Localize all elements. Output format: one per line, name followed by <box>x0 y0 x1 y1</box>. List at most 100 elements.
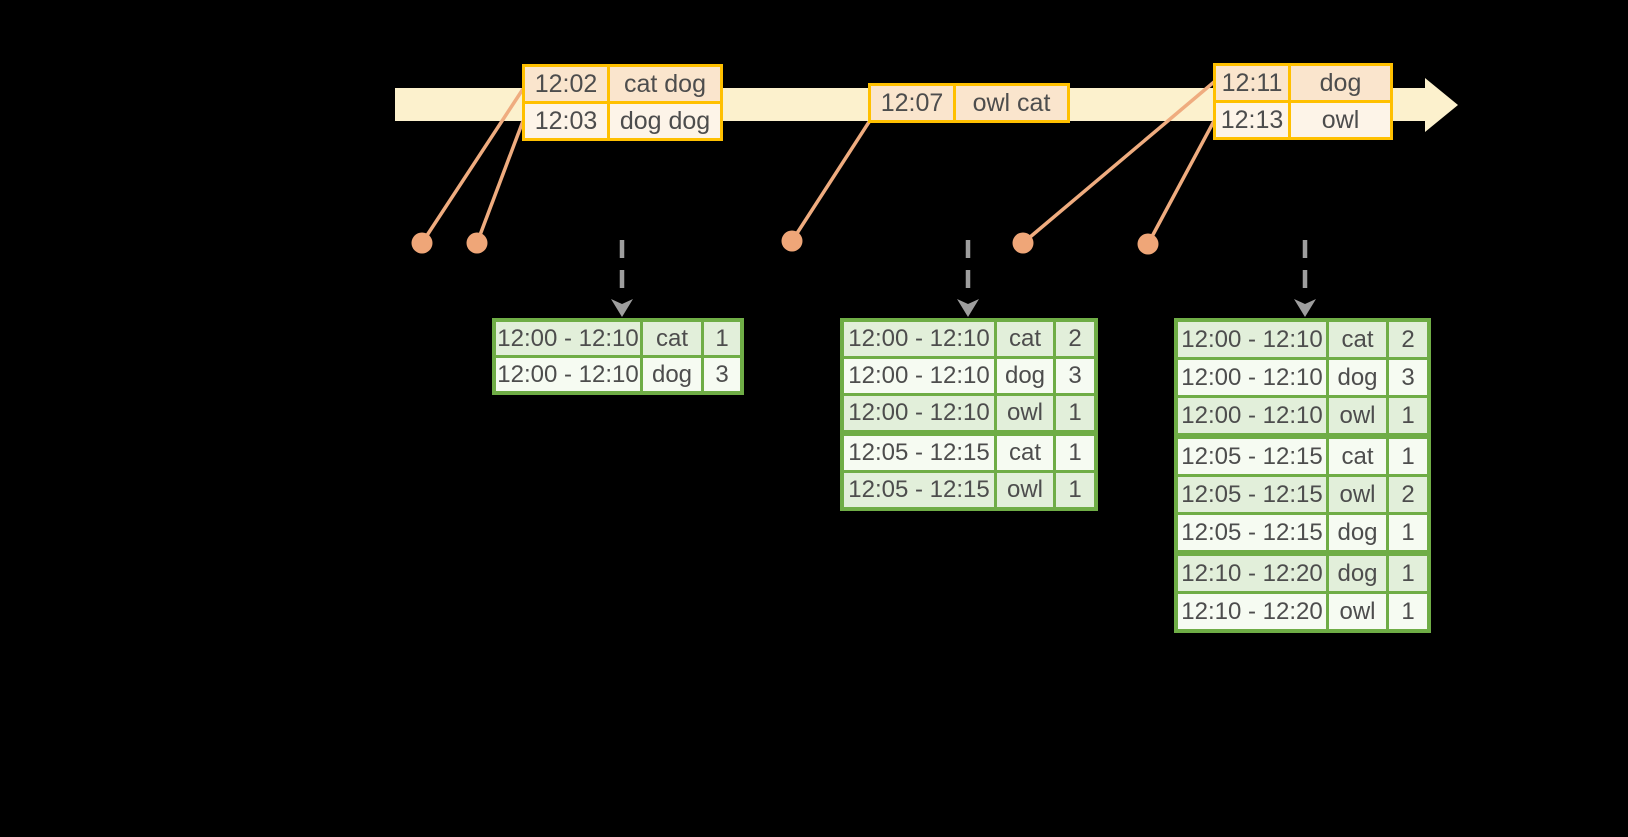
event-connector-line <box>790 121 871 242</box>
event-marker-icon <box>1012 232 1034 254</box>
event-connector-line <box>1021 80 1216 245</box>
count-cell: 1 <box>1389 515 1427 550</box>
word-cell: dog <box>643 358 701 391</box>
down-arrowhead-icon <box>957 299 979 317</box>
window-cell: 12:00 - 12:10 <box>844 359 994 393</box>
event-marker-icon <box>411 232 433 254</box>
event-time-cell: 12:03 <box>525 104 607 138</box>
event-time-cell: 12:02 <box>525 67 607 101</box>
event-marker-icon <box>781 230 803 252</box>
count-cell: 2 <box>1389 322 1427 357</box>
event-batch-table-3: 12:11 dog 12:13 owl <box>1213 63 1393 140</box>
result-row: 12:00 - 12:10 cat 2 <box>1178 322 1427 357</box>
event-marker-icon <box>1137 233 1159 255</box>
event-row: 12:03 dog dog <box>525 104 720 138</box>
down-arrowhead-icon <box>611 299 633 317</box>
count-cell: 1 <box>704 322 740 355</box>
word-cell: cat <box>997 436 1053 470</box>
count-cell: 1 <box>1056 396 1094 430</box>
event-batch-table-1: 12:02 cat dog 12:03 dog dog <box>522 64 723 141</box>
event-batch-table-2: 12:07 owl cat <box>868 83 1070 123</box>
result-row: 12:00 - 12:10 dog 3 <box>844 359 1094 393</box>
word-cell: owl <box>997 396 1053 430</box>
window-cell: 12:05 - 12:15 <box>1178 477 1326 512</box>
word-cell: dog <box>1329 556 1386 591</box>
window-cell: 12:00 - 12:10 <box>844 322 994 356</box>
event-connector-line <box>1146 120 1216 245</box>
word-cell: owl <box>997 473 1053 507</box>
event-words-cell: owl <box>1291 103 1390 137</box>
window-cell: 12:05 - 12:15 <box>1178 515 1326 550</box>
result-row: 12:00 - 12:10 dog 3 <box>1178 360 1427 395</box>
window-cell: 12:00 - 12:10 <box>844 396 994 430</box>
window-cell: 12:00 - 12:10 <box>1178 398 1326 433</box>
window-cell: 12:00 - 12:10 <box>496 322 640 355</box>
event-row: 12:11 dog <box>1216 66 1390 100</box>
result-row: 12:05 - 12:15 owl 1 <box>844 473 1094 507</box>
word-cell: dog <box>1329 515 1386 550</box>
result-row: 12:00 - 12:10 owl 1 <box>1178 398 1427 433</box>
word-cell: owl <box>1329 477 1386 512</box>
count-cell: 3 <box>704 358 740 391</box>
word-cell: dog <box>1329 360 1386 395</box>
event-connector-line <box>475 120 525 244</box>
event-markers <box>411 230 1159 255</box>
count-cell: 2 <box>1389 477 1427 512</box>
result-table-1: 12:00 - 12:10 cat 1 12:00 - 12:10 dog 3 <box>492 318 744 395</box>
word-cell: owl <box>1329 594 1386 629</box>
event-marker-icon <box>466 232 488 254</box>
event-time-cell: 12:11 <box>1216 66 1288 100</box>
result-row: 12:05 - 12:15 owl 2 <box>1178 477 1427 512</box>
count-cell: 3 <box>1056 359 1094 393</box>
count-cell: 2 <box>1056 322 1094 356</box>
result-row: 12:00 - 12:10 cat 1 <box>496 322 740 355</box>
event-time-cell: 12:13 <box>1216 103 1288 137</box>
word-cell: cat <box>643 322 701 355</box>
trigger-arrowheads <box>611 299 1316 317</box>
count-cell: 1 <box>1056 473 1094 507</box>
event-connector-lines <box>420 80 1216 245</box>
count-cell: 1 <box>1056 436 1094 470</box>
window-cell: 12:10 - 12:20 <box>1178 594 1326 629</box>
word-cell: cat <box>1329 439 1386 474</box>
result-row: 12:10 - 12:20 dog 1 <box>1178 556 1427 591</box>
event-words-cell: dog dog <box>610 104 720 138</box>
word-cell: cat <box>997 322 1053 356</box>
event-words-cell: owl cat <box>956 86 1067 120</box>
event-row: 12:07 owl cat <box>871 86 1067 120</box>
event-row: 12:02 cat dog <box>525 67 720 101</box>
word-cell: owl <box>1329 398 1386 433</box>
window-cell: 12:05 - 12:15 <box>844 436 994 470</box>
window-cell: 12:10 - 12:20 <box>1178 556 1326 591</box>
result-row: 12:05 - 12:15 cat 1 <box>1178 439 1427 474</box>
event-time-cell: 12:07 <box>871 86 953 120</box>
window-cell: 12:05 - 12:15 <box>1178 439 1326 474</box>
trigger-arrows <box>619 240 1308 300</box>
event-words-cell: cat dog <box>610 67 720 101</box>
result-row: 12:05 - 12:15 cat 1 <box>844 436 1094 470</box>
word-cell: dog <box>997 359 1053 393</box>
result-table-2: 12:00 - 12:10 cat 2 12:00 - 12:10 dog 3 … <box>840 318 1098 511</box>
result-row: 12:00 - 12:10 dog 3 <box>496 358 740 391</box>
event-row: 12:13 owl <box>1216 103 1390 137</box>
down-arrowhead-icon <box>1294 299 1316 317</box>
result-row: 12:05 - 12:15 dog 1 <box>1178 515 1427 550</box>
count-cell: 1 <box>1389 439 1427 474</box>
result-row: 12:10 - 12:20 owl 1 <box>1178 594 1427 629</box>
result-row: 12:00 - 12:10 owl 1 <box>844 396 1094 430</box>
window-cell: 12:00 - 12:10 <box>496 358 640 391</box>
count-cell: 1 <box>1389 556 1427 591</box>
event-connector-line <box>420 88 525 244</box>
count-cell: 3 <box>1389 360 1427 395</box>
word-cell: cat <box>1329 322 1386 357</box>
window-cell: 12:00 - 12:10 <box>1178 360 1326 395</box>
result-table-3: 12:00 - 12:10 cat 2 12:00 - 12:10 dog 3 … <box>1174 318 1431 633</box>
window-cell: 12:00 - 12:10 <box>1178 322 1326 357</box>
count-cell: 1 <box>1389 594 1427 629</box>
result-row: 12:00 - 12:10 cat 2 <box>844 322 1094 356</box>
timeline-arrowhead-icon <box>1425 78 1458 132</box>
count-cell: 1 <box>1389 398 1427 433</box>
window-cell: 12:05 - 12:15 <box>844 473 994 507</box>
